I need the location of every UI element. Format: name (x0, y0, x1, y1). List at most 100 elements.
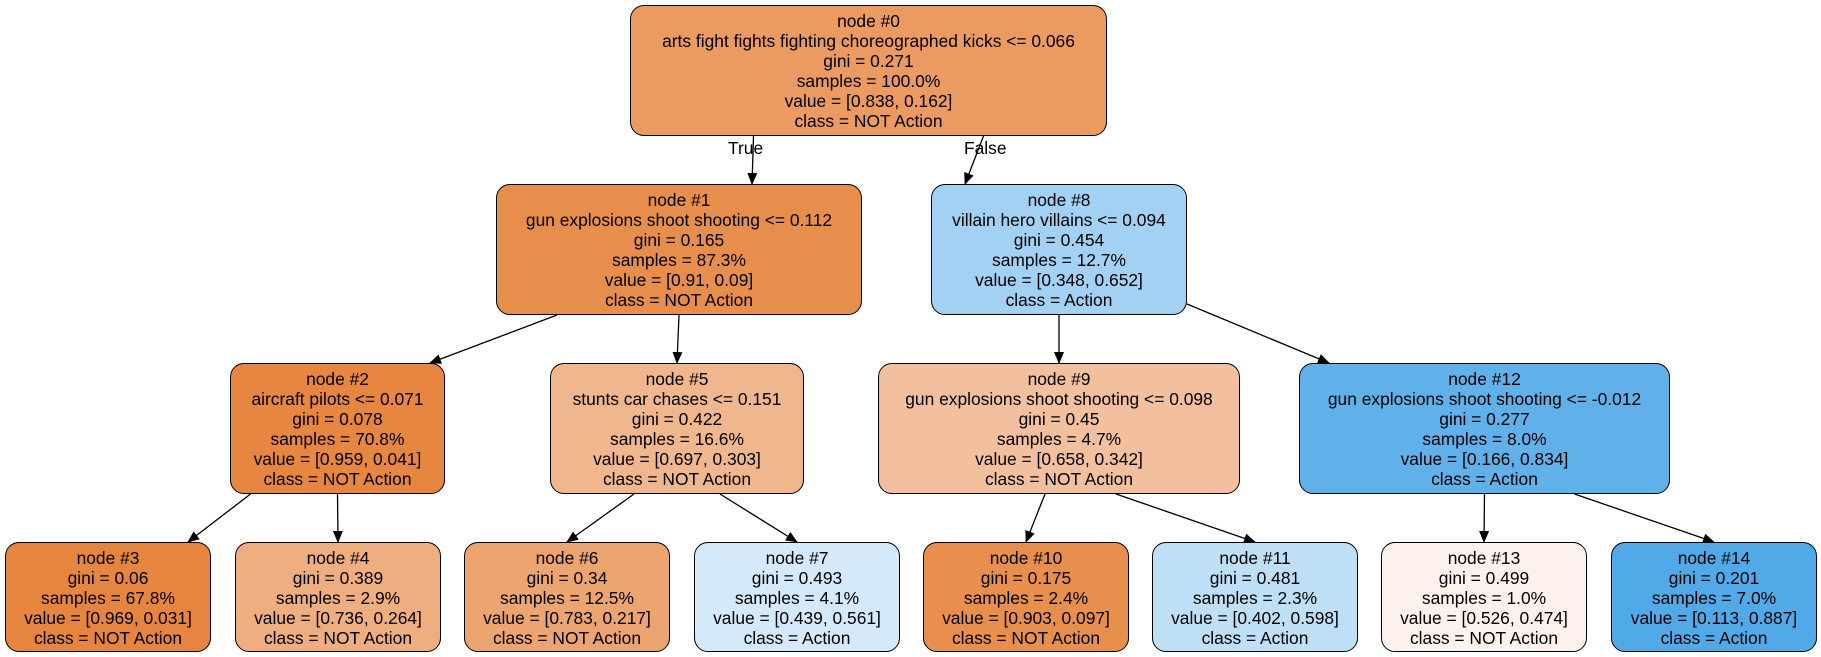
node-id: node #10 (989, 548, 1063, 568)
false-branch-label: False (964, 138, 1007, 158)
tree-edge (964, 135, 985, 185)
tree-edge (332, 493, 343, 543)
tree-edge (747, 135, 758, 185)
tree-edge (1574, 493, 1715, 544)
node-samples: samples = 2.3% (1192, 588, 1318, 608)
node-gini: gini = 0.422 (631, 409, 723, 429)
node-value: value = [0.526, 0.474] (1400, 608, 1568, 628)
node-id: node #14 (1677, 548, 1751, 568)
node-condition: stunts car chases <= 0.151 (572, 389, 782, 409)
node-samples: samples = 12.7% (992, 250, 1126, 270)
node-class: class = NOT Action (1409, 628, 1559, 648)
node-class: class = NOT Action (263, 628, 413, 648)
node-condition: gun explosions shoot shooting <= 0.112 (525, 210, 833, 230)
node-samples: samples = 2.4% (963, 588, 1089, 608)
node-value: value = [0.903, 0.097] (942, 608, 1110, 628)
tree-edge (429, 314, 558, 364)
node-class: class = Action (1431, 469, 1538, 489)
node-samples: samples = 100.0% (796, 71, 941, 91)
node-class: class = NOT Action (492, 628, 642, 648)
node-class: class = NOT Action (794, 111, 943, 131)
node-id: node #3 (76, 548, 140, 568)
node-class: class = Action (1201, 628, 1309, 648)
tree-edge (1115, 493, 1256, 544)
node-samples: samples = 70.8% (270, 429, 405, 449)
node-condition: villain hero villains <= 0.094 (952, 210, 1166, 230)
node-id: node #9 (1027, 369, 1091, 389)
node-value: value = [0.658, 0.342] (975, 449, 1143, 469)
node-condition: aircraft pilots <= 0.071 (251, 389, 424, 409)
node-class: class = NOT Action (33, 628, 183, 648)
tree-edge (1025, 493, 1046, 543)
node-gini: gini = 0.271 (823, 51, 914, 71)
node-gini: gini = 0.481 (1209, 568, 1301, 588)
node-id: node #12 (1448, 369, 1521, 389)
node-condition: gun explosions shoot shooting <= -0.012 (1327, 389, 1642, 409)
node-samples: samples = 4.7% (996, 429, 1122, 449)
node-value: value = [0.113, 0.887] (1630, 608, 1798, 628)
node-class: class = NOT Action (263, 469, 412, 489)
node-id: node #13 (1447, 548, 1521, 568)
node-gini: gini = 0.499 (1438, 568, 1530, 588)
node-value: value = [0.959, 0.041] (253, 449, 422, 469)
node-value: value = [0.838, 0.162] (784, 91, 953, 111)
node-value: value = [0.91, 0.09] (604, 270, 754, 290)
node-gini: gini = 0.389 (292, 568, 384, 588)
node-class: class = NOT Action (984, 469, 1134, 489)
true-branch-label: True (728, 138, 764, 158)
node-gini: gini = 0.165 (633, 230, 725, 250)
node-samples: samples = 4.1% (734, 588, 860, 608)
node-class: class = NOT Action (604, 290, 754, 310)
node-id: node #6 (535, 548, 599, 568)
node-samples: samples = 1.0% (1421, 588, 1547, 608)
node-gini: gini = 0.493 (751, 568, 843, 588)
node-id: node #0 (837, 11, 900, 31)
node-value: value = [0.348, 0.652] (975, 270, 1143, 290)
node-id: node #2 (306, 369, 369, 389)
tree-edge (719, 493, 798, 543)
node-gini: gini = 0.201 (1668, 568, 1760, 588)
node-samples: samples = 12.5% (500, 588, 634, 608)
node-id: node #8 (1027, 190, 1091, 210)
node-class: class = Action (743, 628, 851, 648)
tree-edge (672, 314, 683, 364)
node-samples: samples = 67.8% (41, 588, 175, 608)
tree-edge (566, 493, 635, 543)
node-gini: gini = 0.175 (980, 568, 1072, 588)
node-id: node #7 (765, 548, 829, 568)
node-value: value = [0.402, 0.598] (1171, 608, 1339, 628)
node-gini: gini = 0.06 (67, 568, 149, 588)
tree-edge (1186, 303, 1330, 364)
node-samples: samples = 2.9% (275, 588, 401, 608)
node-gini: gini = 0.277 (1439, 409, 1530, 429)
tree-edge (187, 493, 251, 543)
node-gini: gini = 0.078 (292, 409, 383, 429)
node-value: value = [0.969, 0.031] (24, 608, 192, 628)
node-samples: samples = 16.6% (610, 429, 744, 449)
node-value: value = [0.439, 0.561] (713, 608, 881, 628)
node-class: class = NOT Action (602, 469, 752, 489)
node-condition: gun explosions shoot shooting <= 0.098 (905, 389, 1213, 409)
node-samples: samples = 87.3% (612, 250, 746, 270)
node-samples: samples = 7.0% (1651, 588, 1777, 608)
node-id: node #5 (645, 369, 709, 389)
node-samples: samples = 8.0% (1422, 429, 1547, 449)
tree-edge (1479, 493, 1490, 543)
node-gini: gini = 0.45 (1018, 409, 1100, 429)
